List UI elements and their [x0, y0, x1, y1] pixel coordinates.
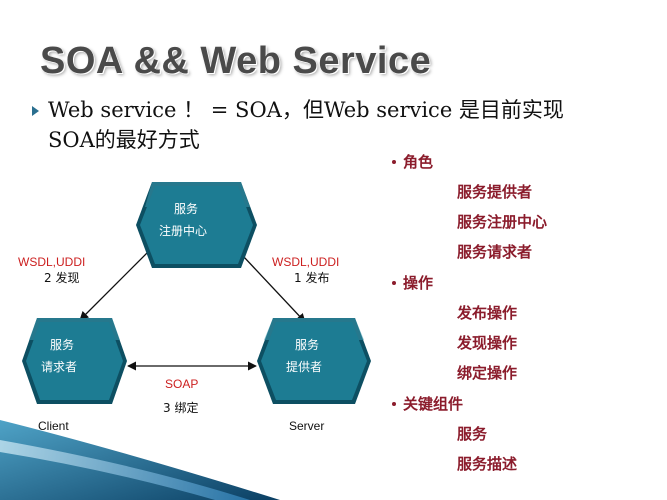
requester-label-line1: 服务: [50, 337, 74, 352]
main-bullet: Web service ！ = SOA，但Web service 是目前实现 S…: [32, 95, 618, 155]
list-item: 发现操作: [457, 334, 518, 352]
bullet-dot-icon: [392, 160, 396, 164]
main-bullet-line2: SOA的最好方式: [48, 128, 200, 152]
list-heading-roles: 角色: [403, 153, 434, 171]
list-item: 服务注册中心: [457, 213, 548, 231]
list-item: 发布操作: [457, 304, 518, 322]
bind-protocol-label: SOAP: [165, 377, 198, 391]
list-item: 绑定操作: [457, 364, 518, 382]
provider-label-line2: 提供者: [286, 359, 322, 374]
requester-label-line2: 请求者: [41, 360, 77, 374]
bullet-dot-icon: [392, 281, 396, 285]
decorative-swoosh: [0, 420, 280, 500]
registry-label-line1: 服务: [174, 201, 198, 216]
slide-title: SOA && Web Service: [40, 40, 432, 82]
list-heading-operations: 操作: [403, 274, 434, 292]
registry-label-line2: 注册中心: [159, 223, 207, 238]
bind-step-label: 3 绑定: [163, 400, 198, 415]
registry-hexagon: 服务 注册中心: [136, 182, 257, 268]
list-item: 服务描述: [457, 455, 518, 473]
provider-label-line1: 服务: [295, 337, 319, 352]
requester-hexagon: 服务 请求者: [22, 318, 127, 404]
main-bullet-line1: Web service ！ = SOA，但Web service 是目前实现: [48, 98, 564, 122]
decorative-swoosh-highlight: [0, 440, 250, 500]
list-item: 服务: [457, 425, 488, 443]
discover-step-label: 2 发现: [44, 270, 79, 285]
bullet-dot-icon: [392, 402, 396, 406]
list-heading-components: 关键组件: [403, 395, 464, 413]
discover-protocol-label: WSDL,UDDI: [18, 255, 85, 269]
server-label: Server: [289, 419, 324, 433]
publish-protocol-label: WSDL,UDDI: [272, 255, 339, 269]
publish-step-label: 1 发布: [294, 270, 329, 285]
list-item: 服务请求者: [457, 243, 533, 261]
list-item: 服务提供者: [457, 183, 533, 201]
arrow-bullet-icon: [32, 106, 39, 116]
provider-hexagon: 服务 提供者: [257, 318, 371, 404]
client-label: Client: [38, 419, 69, 433]
